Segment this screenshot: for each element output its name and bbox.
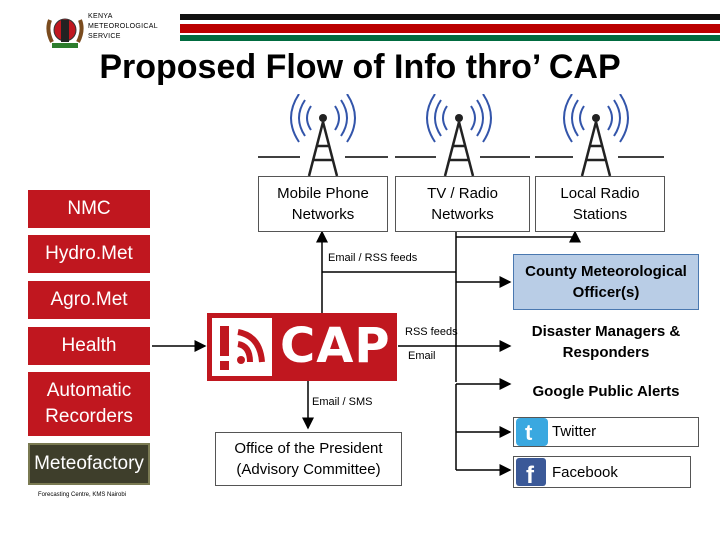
facebook-box: f Facebook xyxy=(513,456,691,488)
source-automatic-recorders: Automatic Recorders xyxy=(28,372,150,436)
local-radio-stations-box: Local Radio Stations xyxy=(535,176,665,232)
email-sms-label: Email / SMS xyxy=(312,396,373,408)
svg-text:f: f xyxy=(526,462,535,486)
source-nmc: NMC xyxy=(28,190,150,228)
office-of-president-box: Office of the President (Advisory Commit… xyxy=(215,432,402,486)
cap-logo-text: CAP xyxy=(280,318,391,374)
tv-radio-networks-box: TV / Radio Networks xyxy=(395,176,530,232)
source-agromet: Agro.Met xyxy=(28,281,150,319)
twitter-icon: t xyxy=(516,418,548,446)
alert-broadcast-icon xyxy=(220,326,265,370)
source-meteofactory: Meteofactory xyxy=(28,443,150,485)
slide-title: Proposed Flow of Info thro’ CAP xyxy=(99,48,621,86)
org-name-line2: METEOROLOGICAL xyxy=(88,23,158,30)
facebook-icon: f xyxy=(516,458,546,486)
antenna-tower-icon xyxy=(426,94,492,177)
flag-stripe-red xyxy=(180,22,720,35)
source-hydromet: Hydro.Met xyxy=(28,235,150,273)
email-label: Email xyxy=(408,350,436,362)
antenna-tower-icon xyxy=(563,94,629,177)
mobile-phone-networks-box: Mobile Phone Networks xyxy=(258,176,388,232)
svg-text:t: t xyxy=(525,420,533,445)
twitter-box: t Twitter xyxy=(513,417,699,447)
footnote: Forecasting Centre, KMS Nairobi xyxy=(38,492,127,498)
flag-stripe-black xyxy=(180,14,720,20)
county-met-officers-box: County Meteorological Officer(s) xyxy=(513,254,699,310)
disaster-managers-box: Disaster Managers & Responders xyxy=(513,316,699,368)
flag-stripe-green xyxy=(180,35,720,41)
antenna-tower-icon xyxy=(290,94,356,177)
email-rss-label: Email / RSS feeds xyxy=(328,252,418,264)
source-health: Health xyxy=(28,327,150,365)
facebook-label: Facebook xyxy=(552,464,618,481)
twitter-label: Twitter xyxy=(552,423,597,440)
org-name-line1: KENYA xyxy=(88,13,113,20)
rss-feeds-label: RSS feeds xyxy=(405,326,458,338)
org-name: KENYA METEOROLOGICAL SERVICE xyxy=(88,12,158,42)
google-public-alerts-box: Google Public Alerts xyxy=(513,372,699,410)
kenya-coat-of-arms-icon xyxy=(46,18,84,48)
org-name-line3: SERVICE xyxy=(88,33,121,40)
